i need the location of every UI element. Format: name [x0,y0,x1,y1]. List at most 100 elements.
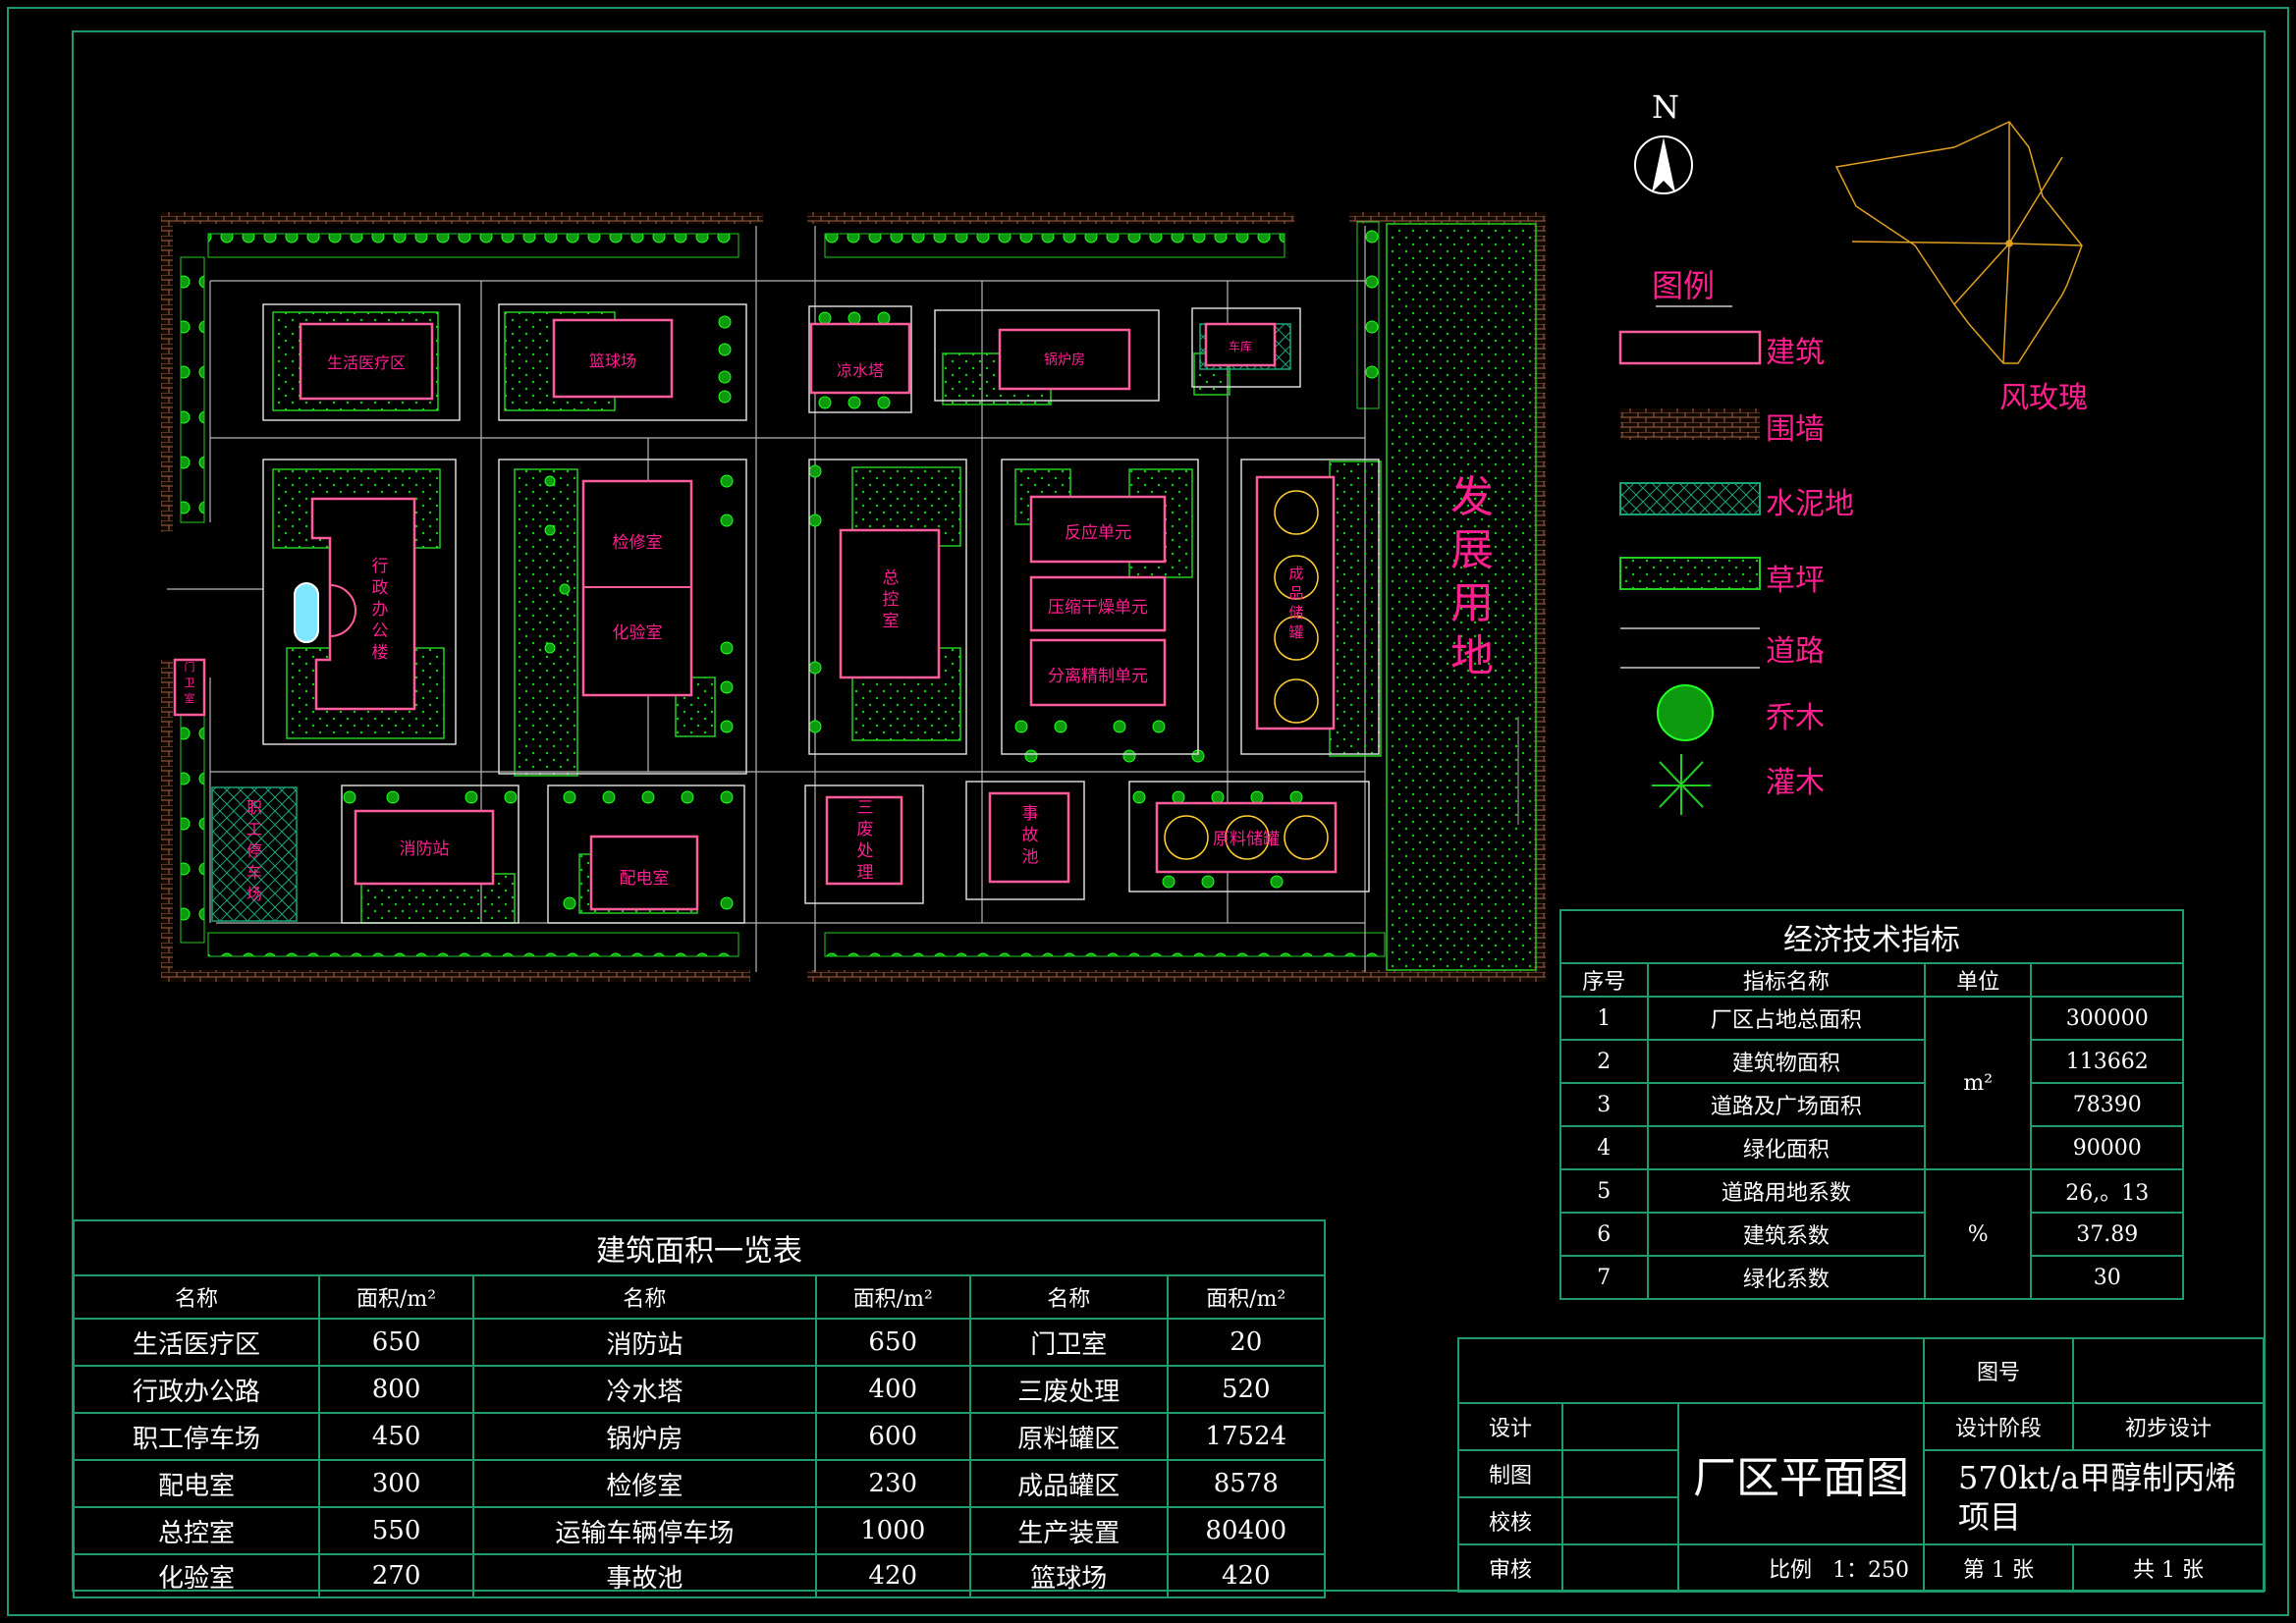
fountain [294,582,319,643]
block-outlines [262,303,1380,924]
area-cell: 事故池 [472,1553,817,1598]
area-cell: 生活医疗区 [73,1318,320,1367]
legend-label-tree: 乔木 [1766,701,1825,735]
project-line2: 项目 [1958,1498,2022,1536]
label-compress: 压缩干燥单元 [1048,598,1148,618]
char: 事 [1021,804,1039,824]
char: 废 [856,820,874,839]
econ-name: 道路用地系数 [1646,1168,1927,1214]
area-cell: 80400 [1166,1506,1327,1555]
char: 成 [1288,565,1304,582]
area-header: 面积/m² [317,1274,475,1320]
area-cell: 锅炉房 [472,1412,817,1461]
econ-header: 序号 [1559,962,1649,998]
area-cell: 420 [1166,1553,1327,1598]
label-boiler: 锅炉房 [1044,352,1085,368]
stage-value: 初步设计 [2072,1402,2265,1451]
char: 职 [246,798,262,817]
area-cell: 8578 [1166,1459,1327,1508]
drawing-title: 厂区平面图 [1677,1402,1925,1545]
econ-name: 道路及广场面积 [1646,1082,1927,1127]
econ-header: 指标名称 [1646,962,1927,998]
area-cell: 原料罐区 [968,1412,1169,1461]
area-cell: 化验室 [73,1553,320,1598]
char: 卫 [184,676,195,689]
econ-value: 113662 [2030,1039,2184,1084]
label-raw: 原料储罐 [1213,830,1280,849]
label-repair: 检修室 [612,533,663,553]
dev-char: 地 [1450,631,1494,681]
econ-no: 7 [1559,1255,1649,1300]
econ-header [2030,962,2184,998]
label-accident: 事故池 [1015,803,1045,868]
char: 故 [1021,826,1039,845]
legend-label-wall: 围墙 [1766,412,1825,447]
char: 政 [371,578,389,598]
label-fire: 消防站 [399,839,450,859]
econ-header: 单位 [1924,962,2033,998]
label-basketball: 篮球场 [588,352,636,370]
label-medical: 生活医疗区 [326,353,406,372]
dev-char: 用 [1450,578,1494,628]
char: 门 [184,661,195,674]
econ-no: 5 [1559,1168,1649,1214]
tb-draw: 制图 [1457,1449,1563,1498]
econ-title: 经济技术指标 [1559,909,2184,964]
area-header: 面积/m² [1166,1274,1327,1320]
label-guard: 门卫室 [177,660,202,707]
storage-tanks [1164,490,1329,860]
title-block: 图号 设计 厂区平面图 设计阶段 初步设计 制图 570kt/a甲醇制丙烯 项目… [1457,1337,2265,1593]
char: 办 [371,600,389,620]
area-cell: 职工停车场 [73,1412,320,1461]
development-land-label: 发 展 用 地 [1448,471,1497,683]
econ-no: 6 [1559,1212,1649,1257]
area-cell: 总控室 [73,1506,320,1555]
perimeter-wall [161,212,1546,982]
econ-name: 绿化面积 [1646,1125,1927,1170]
label-cooling: 凉水塔 [836,361,884,380]
building-details [329,584,691,637]
label-admin: 行政办公楼 [365,556,395,664]
char: 停 [246,841,262,860]
area-cell: 配电室 [73,1459,320,1508]
area-cell: 650 [317,1318,475,1367]
area-cell: 生产装置 [968,1506,1169,1555]
legend-label-building: 建筑 [1766,336,1825,370]
area-cell: 1000 [814,1506,971,1555]
econ-name: 建筑物面积 [1646,1039,1927,1084]
label-separate: 分离精制单元 [1048,667,1148,686]
area-cell: 650 [814,1318,971,1367]
label-control: 总控室 [876,568,905,632]
dev-char: 展 [1450,525,1494,575]
area-cell: 450 [317,1412,475,1461]
legend-label-cement: 水泥地 [1766,487,1854,521]
char: 室 [882,612,900,631]
north-arrow-icon [1634,135,1693,194]
area-cell: 550 [317,1506,475,1555]
char: 储 [1288,604,1304,622]
north-label: N [1652,88,1679,126]
label-product: 成品储罐 [1282,564,1311,642]
legend-label-road: 道路 [1766,634,1825,669]
tb-design: 设计 [1457,1402,1563,1451]
legend-label-lawn: 草坪 [1766,564,1825,598]
econ-value: 300000 [2030,996,2184,1041]
area-cell: 300 [317,1459,475,1508]
area-cell: 运输车辆停车场 [472,1506,817,1555]
char: 品 [1288,584,1304,602]
area-cell: 600 [814,1412,971,1461]
char: 行 [371,557,389,576]
scale-label: 比例 [1768,1558,1812,1583]
hedge-rows [180,221,1386,957]
econ-no: 4 [1559,1125,1649,1170]
roads [167,226,1366,972]
char: 总 [882,568,900,588]
area-header: 面积/m² [814,1274,971,1320]
char: 处 [856,841,874,861]
econ-name: 绿化系数 [1646,1255,1927,1300]
area-cell: 230 [814,1459,971,1508]
area-cell: 成品罐区 [968,1459,1169,1508]
tb-review: 审核 [1457,1543,1563,1593]
sheet-no: 第 1 张 [1923,1543,2074,1593]
